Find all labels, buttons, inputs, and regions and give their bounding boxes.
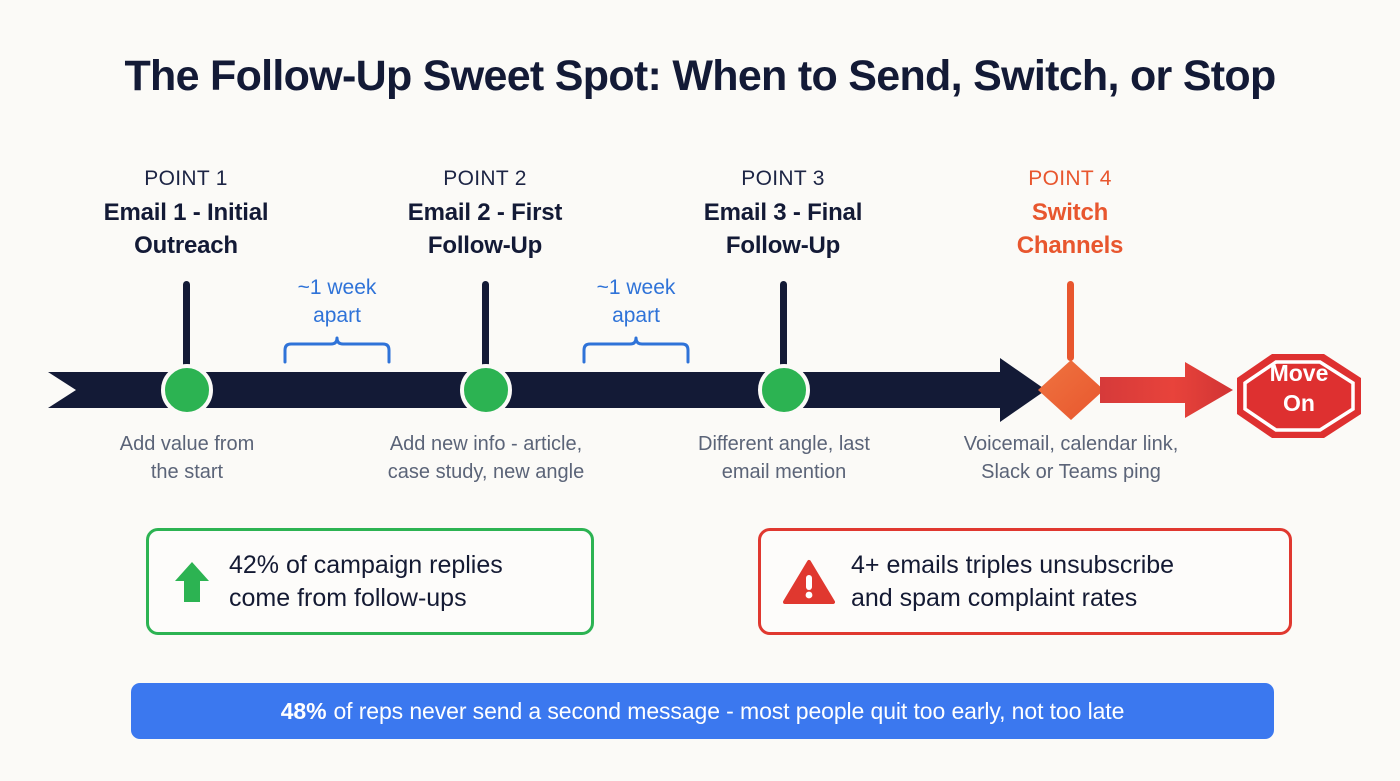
footer-stat: 48% (280, 697, 327, 724)
caption-1-line2: the start (150, 461, 224, 483)
point-title-4-line1: Switch (1031, 199, 1109, 226)
point-title-3-line2: Follow-Up (725, 232, 841, 259)
caption-point-4: Voicemail, calendar link, Slack or Teams… (921, 430, 1221, 486)
caption-point-1: Add value from the start (37, 430, 337, 486)
gap-label-1-line1: ~1 week (297, 276, 377, 299)
point-header-3: POINT 3 Email 3 - Final Follow-Up (653, 165, 913, 262)
timeline-node-2[interactable] (460, 364, 512, 416)
callout-positive-line2: come from follow-ups (229, 583, 467, 612)
gap-bracket-1: ~1 week apart (247, 274, 427, 369)
point-kicker-1: POINT 1 (144, 167, 228, 190)
caption-3-line2: email mention (721, 461, 847, 483)
gap-label-2-line2: apart (612, 304, 660, 327)
caption-2-line1: Add new info - article, (389, 433, 583, 455)
page-title: The Follow-Up Sweet Spot: When to Send, … (124, 52, 1276, 100)
callout-warning-line1: 4+ emails triples unsubscribe (851, 550, 1175, 579)
callout-positive-text: 42% of campaign replies come from follow… (229, 549, 503, 615)
point-kicker-3: POINT 3 (741, 167, 825, 190)
stop-sign-icon (1237, 354, 1361, 438)
callout-warning: 4+ emails triples unsubscribe and spam c… (758, 528, 1292, 635)
point-title-2-line1: Email 2 - First (407, 199, 563, 226)
caption-3-line1: Different angle, last (698, 433, 870, 455)
caption-2-line2: case study, new angle (387, 461, 585, 483)
caption-point-3: Different angle, last email mention (634, 430, 934, 486)
point-title-3-line1: Email 3 - Final (703, 199, 863, 226)
callout-positive: 42% of campaign replies come from follow… (146, 528, 594, 635)
move-on-arrow (1100, 362, 1233, 418)
curly-brace-icon (582, 336, 690, 364)
timeline-node-3[interactable] (758, 364, 810, 416)
callout-warning-text: 4+ emails triples unsubscribe and spam c… (851, 549, 1174, 615)
diamond-marker (1038, 360, 1104, 420)
point-title-1-line2: Outreach (134, 232, 238, 259)
point-kicker-4: POINT 4 (1028, 167, 1112, 190)
callout-warning-line2: and spam complaint rates (851, 583, 1138, 612)
gap-label-2-line1: ~1 week (596, 276, 676, 299)
timeline-node-1[interactable] (161, 364, 213, 416)
point-title-2: Email 2 - First Follow-Up (355, 196, 615, 262)
callout-positive-line1: 42% of campaign replies (229, 550, 503, 579)
point-kicker-2: POINT 2 (443, 167, 527, 190)
arrow-up-icon (175, 561, 209, 602)
caption-4-line2: Slack or Teams ping (981, 461, 1161, 483)
point-header-2: POINT 2 Email 2 - First Follow-Up (355, 165, 615, 262)
stem-point-1 (183, 281, 190, 379)
footer-banner: 48% of reps never send a second message … (131, 683, 1274, 739)
point-title-1: Email 1 - Initial Outreach (56, 196, 316, 262)
point-title-3: Email 3 - Final Follow-Up (653, 196, 913, 262)
caption-4-line1: Voicemail, calendar link, (963, 433, 1179, 455)
point-header-4: POINT 4 Switch Channels (940, 165, 1200, 262)
point-title-4-line2: Channels (1016, 232, 1124, 259)
caption-point-2: Add new info - article, case study, new … (336, 430, 636, 486)
point-title-4: Switch Channels (940, 196, 1200, 262)
point-header-1: POINT 1 Email 1 - Initial Outreach (56, 165, 316, 262)
stem-point-2 (482, 281, 489, 379)
footer-text: of reps never send a second message - mo… (333, 697, 1125, 724)
gap-bracket-2: ~1 week apart (546, 274, 726, 369)
stem-point-3 (780, 281, 787, 379)
curly-brace-icon (283, 336, 391, 364)
gap-label-1-line2: apart (313, 304, 361, 327)
warning-triangle-icon (783, 559, 835, 604)
stem-point-4 (1067, 281, 1074, 361)
point-title-1-line1: Email 1 - Initial (103, 199, 269, 226)
caption-1-line1: Add value from (119, 433, 255, 455)
point-title-2-line2: Follow-Up (427, 232, 543, 259)
